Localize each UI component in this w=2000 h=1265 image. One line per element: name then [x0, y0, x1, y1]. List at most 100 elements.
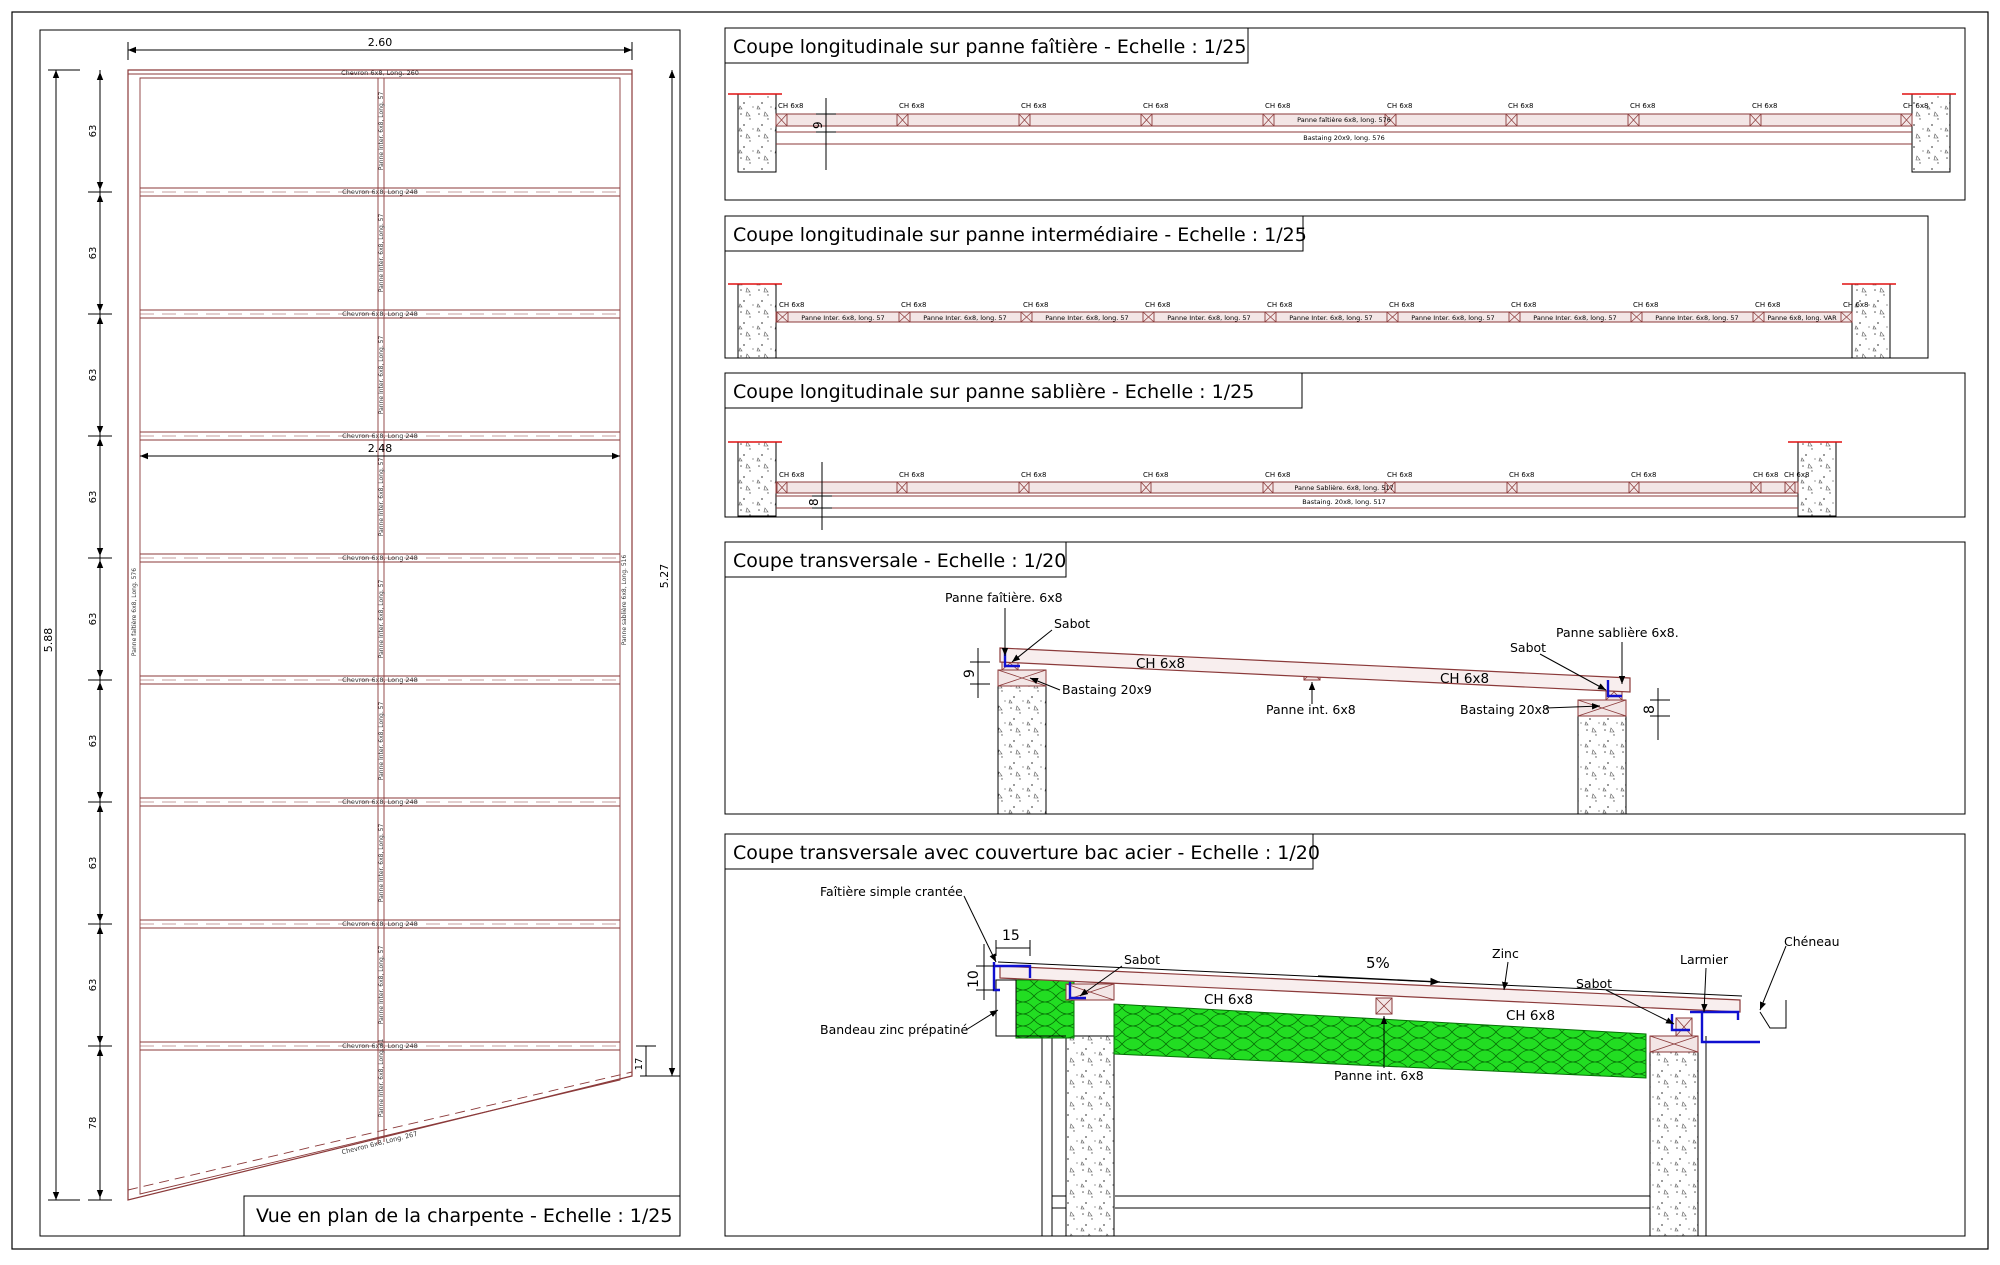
wall-right	[1911, 93, 1951, 173]
label-ridge-purlin: Panne faîtière. 6x8	[945, 590, 1063, 605]
dim-inner-width-text: 2.48	[368, 442, 393, 455]
rafter-label: CH 6x8	[1630, 102, 1655, 110]
dim-left: 9	[962, 669, 978, 678]
rafter-label: CH 6x8	[1021, 471, 1046, 479]
label-cheneau: Chéneau	[1784, 934, 1840, 949]
label-rafter-left: CH 6x8	[1204, 992, 1253, 1008]
segment-label: Panne Inter. 6x8, long. 57	[1411, 314, 1494, 322]
section-transverse-title: Coupe transversale - Echelle : 1/20	[733, 550, 1066, 572]
rafter-label: CH 6x8	[1267, 301, 1292, 309]
plan-rafter-label: Chevron 6x8, Long 248	[342, 188, 418, 196]
dim-text: 8	[807, 498, 821, 506]
wall-left	[737, 283, 777, 359]
plan-title-box	[243, 1195, 681, 1237]
plan-purlin-label: Panne Inter. 6x8, Long. 41	[378, 1039, 385, 1118]
dim-height-left-text: 5.88	[42, 628, 55, 653]
dim-bay-text: 63	[88, 491, 99, 504]
plan-purlin-label: Panne Inter. 6x8, Long. 57	[378, 702, 385, 781]
segment-label: Panne 6x8, long. VAR	[1767, 314, 1837, 322]
rafter-label: CH 6x8	[901, 301, 926, 309]
dim-bay-text: 63	[88, 125, 99, 138]
dim-bay-text: 63	[88, 735, 99, 748]
rafter-label: CH 6x8	[1265, 471, 1290, 479]
rafter-label: CH 6x8	[1903, 102, 1928, 110]
section-intermediate: Coupe longitudinale sur panne intermédia…	[724, 215, 1929, 359]
label-sabot-left: Sabot	[1124, 952, 1160, 967]
rafter-label: CH 6x8	[1023, 301, 1048, 309]
plan-purlin-label: Panne Inter. 6x8, Long. 57	[378, 946, 385, 1025]
section-eaves-title: Coupe longitudinale sur panne sablière -…	[733, 381, 1254, 403]
label-sabot-right: Sabot	[1576, 976, 1612, 991]
rafter-label: CH 6x8	[899, 471, 924, 479]
section-eaves-frame	[724, 372, 1966, 518]
dim-bay-text: 63	[88, 979, 99, 992]
plan-rafter-label: Chevron 6x8, Long 248	[342, 920, 418, 928]
wall-left	[737, 93, 777, 173]
plan-purlin-label: Panne Inter. 6x8, Long. 57	[378, 214, 385, 293]
rafter-label: CH 6x8	[1143, 471, 1168, 479]
bandeau-zinc	[995, 979, 1017, 1037]
segment-label: Panne Inter. 6x8, long. 57	[1655, 314, 1738, 322]
plan-rafter-label: Chevron 6x8, Long. 267	[341, 1130, 418, 1157]
plan-left-beam-label: Panne faîtière 6x8, Long. 576	[131, 568, 138, 656]
plan-purlin-label: Panne Inter. 6x8, Long. 57	[378, 580, 385, 659]
plan-rafter-label: Chevron 6x8, Long. 260	[341, 69, 419, 77]
section-ridge-title: Coupe longitudinale sur panne faîtière -…	[733, 36, 1246, 58]
label-slope: 5%	[1366, 954, 1390, 972]
label-rafter-right: CH 6x8	[1440, 671, 1489, 687]
rafter-label: CH 6x8	[1633, 301, 1658, 309]
dim-bay-text: 78	[88, 1117, 99, 1130]
dim-15: 15	[1002, 928, 1020, 944]
eaves-purlin	[775, 481, 1799, 494]
plan-right-beam-label: Panne sablière 6x8, Long. 516	[621, 555, 628, 646]
section-steel-roof-title: Coupe transversale avec couverture bac a…	[733, 842, 1320, 864]
rafter-label: CH 6x8	[1021, 102, 1046, 110]
rafter-label: CH 6x8	[1784, 471, 1809, 479]
wall-left	[737, 441, 777, 517]
rafter-label: CH 6x8	[1755, 301, 1780, 309]
plan-rafter-label: Chevron 6x8, Long 248	[342, 1042, 418, 1050]
plan-purlin-label: Panne Inter. 6x8, Long. 57	[378, 458, 385, 537]
label-larmier: Larmier	[1680, 952, 1729, 967]
bastaing-label: Bastaing. 20x8, long. 517	[1302, 498, 1386, 506]
wall-right	[1851, 283, 1891, 359]
rafter-label: CH 6x8	[1752, 102, 1777, 110]
rafter-label: CH 6x8	[1387, 102, 1412, 110]
dim-height-right-text: 5.27	[658, 564, 671, 589]
bastaing-label: Bastaing 20x9, long. 576	[1303, 134, 1384, 142]
section-transverse-frame	[724, 541, 1966, 815]
segment-label: Panne Inter. 6x8, long. 57	[1289, 314, 1372, 322]
plan-purlin-label: Panne Inter. 6x8, Long. 57	[378, 92, 385, 171]
insulation-left	[1015, 979, 1075, 1039]
wall-right	[1649, 1051, 1699, 1237]
section-eaves-title-box	[724, 372, 1303, 409]
plan-purlin-label: Panne Inter. 6x8, Long. 57	[378, 336, 385, 415]
segment-label: Panne Inter. 6x8, long. 57	[1533, 314, 1616, 322]
section-transverse: Coupe transversale - Echelle : 1/20 Pann…	[724, 541, 1966, 815]
plan-title: Vue en plan de la charpente - Echelle : …	[256, 1205, 672, 1227]
rafter-label: CH 6x8	[1511, 301, 1536, 309]
plan-rafter-label: Chevron 6x8, Long 248	[342, 310, 418, 318]
plan-rafter-label: Chevron 6x8, Long 248	[342, 798, 418, 806]
section-eaves: Coupe longitudinale sur panne sablière -…	[724, 372, 1966, 530]
segment-label: Panne Inter. 6x8, long. 57	[1167, 314, 1250, 322]
plan-rafter-label: Chevron 6x8, Long 248	[342, 432, 418, 440]
rafter-label: CH 6x8	[1143, 102, 1168, 110]
larmier-mark	[1700, 1012, 1760, 1044]
rafter-label: CH 6x8	[1145, 301, 1170, 309]
segment-label: Panne Inter. 6x8, long. 57	[801, 314, 884, 322]
dim-width-text: 2.60	[368, 36, 393, 49]
section-intermediate-frame	[724, 215, 1929, 359]
dim-bay-text: 63	[88, 247, 99, 260]
section-steel-roof: Coupe transversale avec couverture bac a…	[724, 833, 1966, 1237]
section-intermediate-title-box	[724, 215, 1304, 252]
rafter-label: CH 6x8	[1509, 471, 1534, 479]
label-sabot-right: Sabot	[1510, 640, 1546, 655]
beam-label: Panne faîtière 6x8, long. 576	[1297, 116, 1391, 124]
segment-label: Panne Inter. 6x8, long. 57	[1045, 314, 1128, 322]
